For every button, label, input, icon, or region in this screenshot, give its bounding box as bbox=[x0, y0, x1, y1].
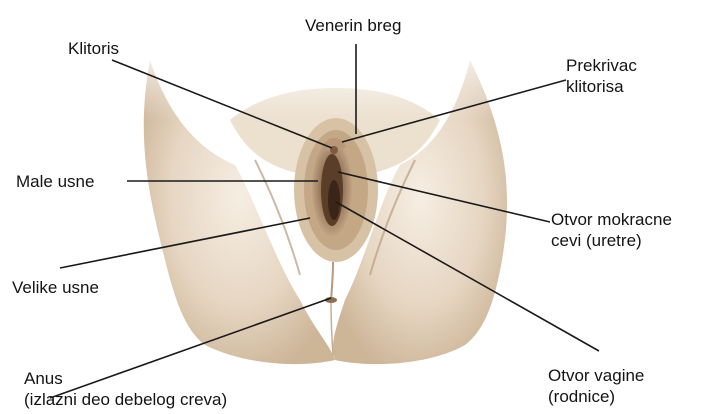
label-clitoral-hood: Prekrivac klitorisa bbox=[566, 55, 637, 97]
label-urethral-opening: Otvor mokracne cevi (uretre) bbox=[551, 209, 672, 251]
label-mons-pubis: Venerin breg bbox=[305, 15, 401, 36]
label-urethral-opening-line1: Otvor mokracne bbox=[551, 209, 672, 230]
label-labia-minora-text: Male usne bbox=[16, 171, 94, 192]
label-urethral-opening-line2: cevi (uretre) bbox=[551, 230, 672, 251]
label-labia-majora-text: Velike usne bbox=[12, 277, 99, 298]
label-anus: Anus (izlazni deo debelog creva) bbox=[24, 368, 227, 410]
label-labia-majora: Velike usne bbox=[12, 277, 99, 298]
label-clitoris: Klitoris bbox=[68, 38, 119, 59]
label-vaginal-opening-line2: (rodnice) bbox=[548, 386, 644, 407]
label-clitoris-text: Klitoris bbox=[68, 38, 119, 59]
label-labia-minora: Male usne bbox=[16, 171, 94, 192]
labia-minora-shape bbox=[312, 140, 352, 236]
label-anus-line2: (izlazni deo debelog creva) bbox=[24, 389, 227, 410]
label-clitoral-hood-line1: Prekrivac bbox=[566, 55, 637, 76]
label-vaginal-opening: Otvor vagine (rodnice) bbox=[548, 365, 644, 407]
label-clitoral-hood-line2: klitorisa bbox=[566, 76, 637, 97]
label-mons-pubis-text: Venerin breg bbox=[305, 15, 401, 36]
label-vaginal-opening-line1: Otvor vagine bbox=[548, 365, 644, 386]
label-anus-line1: Anus bbox=[24, 368, 227, 389]
